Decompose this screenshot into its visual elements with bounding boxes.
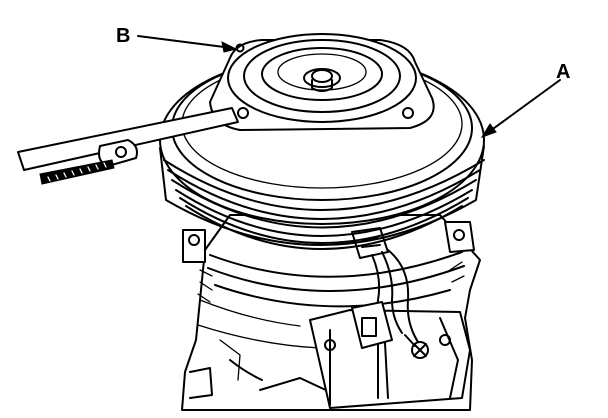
holder-tool — [17, 107, 239, 185]
callout-label-b: B — [116, 25, 130, 47]
armature-plate — [209, 33, 435, 131]
callout-leader-a — [480, 79, 561, 138]
callout-label-a: A — [556, 61, 570, 83]
compressor-body — [181, 214, 481, 411]
callout-leader-b — [137, 35, 238, 53]
